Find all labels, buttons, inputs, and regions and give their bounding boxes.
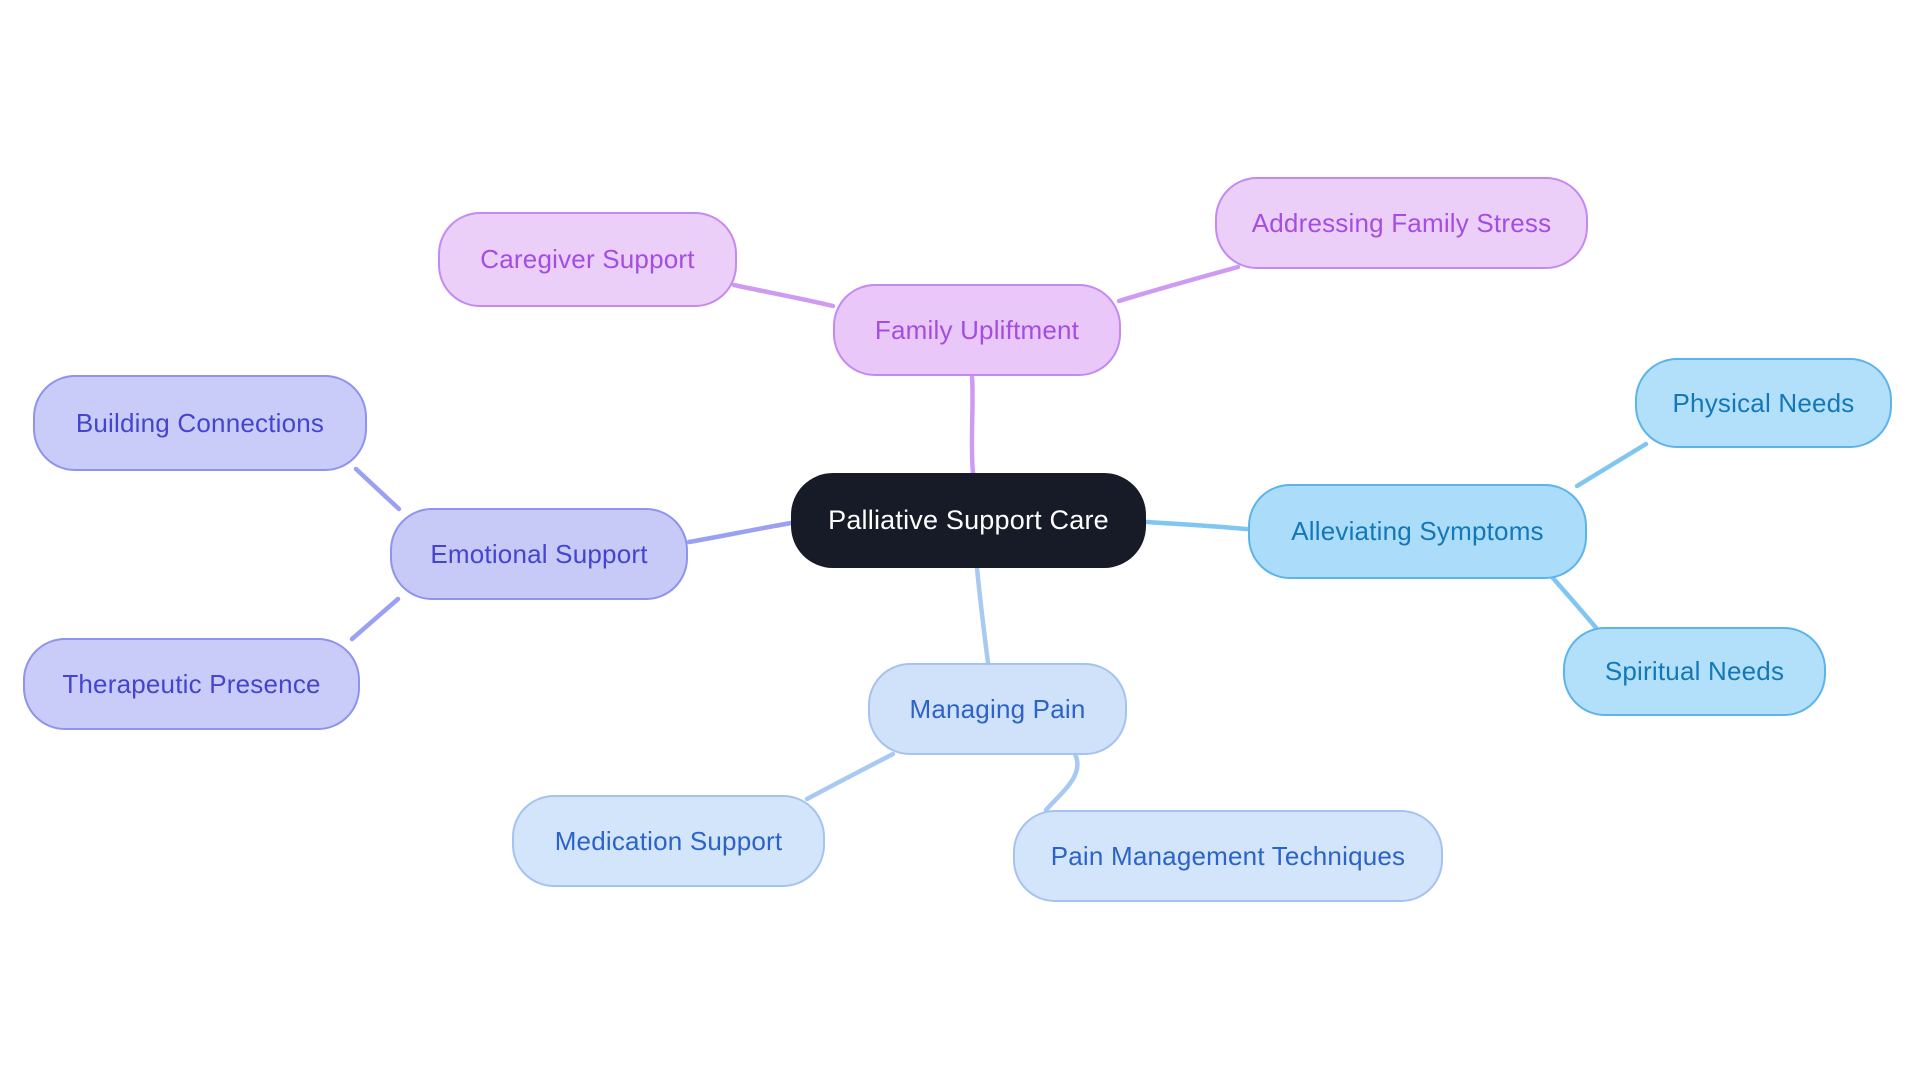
node-addressing-family-stress[interactable]: Addressing Family Stress — [1215, 177, 1588, 269]
node-alleviating-symptoms[interactable]: Alleviating Symptoms — [1248, 484, 1587, 579]
edge-root-to-alleviating-symptoms — [1144, 519, 1250, 532]
edge-alleviating-to-spiritual-needs — [1549, 574, 1600, 632]
edge-family-upliftment-to-caregiver — [731, 282, 836, 309]
node-caregiver-support[interactable]: Caregiver Support — [438, 212, 737, 307]
node-medication-support[interactable]: Medication Support — [512, 795, 825, 887]
edge-root-to-family-upliftment — [969, 373, 976, 476]
node-pain-management-techniques[interactable]: Pain Management Techniques — [1013, 810, 1443, 902]
node-building-connections[interactable]: Building Connections — [33, 375, 367, 471]
edge-alleviating-to-physical-needs — [1574, 441, 1649, 489]
edge-managing-to-medication-support — [804, 751, 896, 802]
edge-managing-to-pain-techniques — [1043, 751, 1080, 813]
edge-root-to-managing-pain — [974, 565, 991, 666]
edge-root-to-emotional-support — [686, 520, 794, 545]
node-managing-pain[interactable]: Managing Pain — [868, 663, 1127, 755]
edge-emotional-to-therapeutic-presence — [349, 596, 401, 642]
node-physical-needs[interactable]: Physical Needs — [1635, 358, 1892, 448]
node-family-upliftment[interactable]: Family Upliftment — [833, 284, 1121, 376]
node-palliative-support-care[interactable]: Palliative Support Care — [791, 473, 1146, 568]
edge-family-upliftment-to-addressing — [1116, 264, 1241, 304]
edge-emotional-to-building-connections — [353, 466, 402, 512]
node-therapeutic-presence[interactable]: Therapeutic Presence — [23, 638, 360, 730]
node-emotional-support[interactable]: Emotional Support — [390, 508, 688, 600]
node-spiritual-needs[interactable]: Spiritual Needs — [1563, 627, 1826, 716]
